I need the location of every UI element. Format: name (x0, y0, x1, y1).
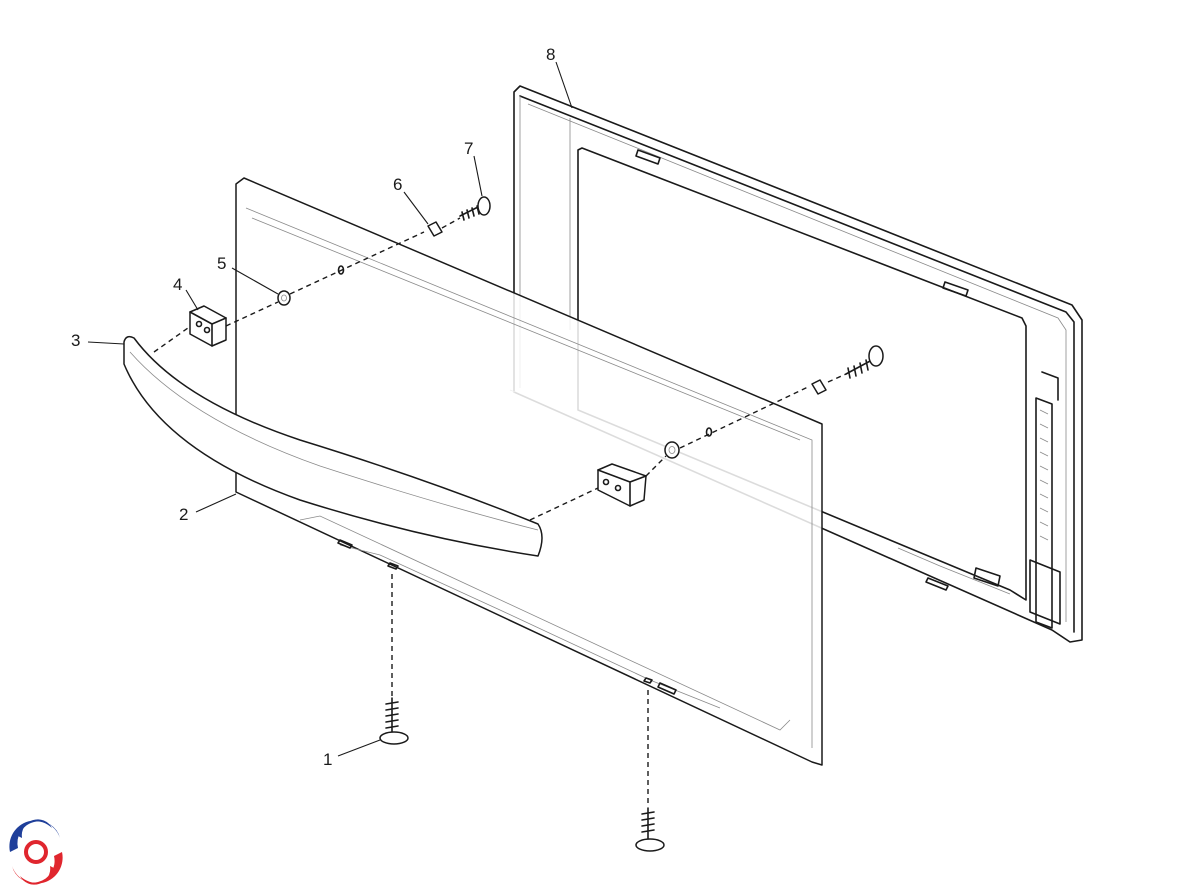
handle-bracket-right (597, 463, 647, 507)
callout-3: 3 (71, 331, 80, 350)
spacer-left (427, 221, 443, 237)
callout-labels: 1 2 3 4 5 6 7 8 (71, 45, 555, 769)
spacer-right (811, 379, 827, 395)
tapping-screw-left (379, 697, 409, 745)
callout-4: 4 (173, 275, 182, 294)
callout-8: 8 (546, 45, 555, 64)
callout-5: 5 (217, 254, 226, 273)
machine-screw-upper (459, 196, 491, 221)
leader-lines (87, 61, 573, 757)
callout-6: 6 (393, 175, 402, 194)
outer-glass-panel (235, 177, 823, 766)
assembly-lines (153, 217, 847, 806)
washer-left (277, 290, 291, 306)
handle-bracket-left (189, 305, 227, 347)
callout-1: 1 (323, 750, 332, 769)
swirl-logo-icon (6, 819, 66, 885)
machine-screw-lower (845, 345, 884, 379)
callout-2: 2 (179, 505, 188, 524)
washer-right (664, 441, 680, 459)
callout-7: 7 (464, 139, 473, 158)
tapping-screw-right (635, 807, 665, 852)
door-handle (123, 335, 543, 557)
